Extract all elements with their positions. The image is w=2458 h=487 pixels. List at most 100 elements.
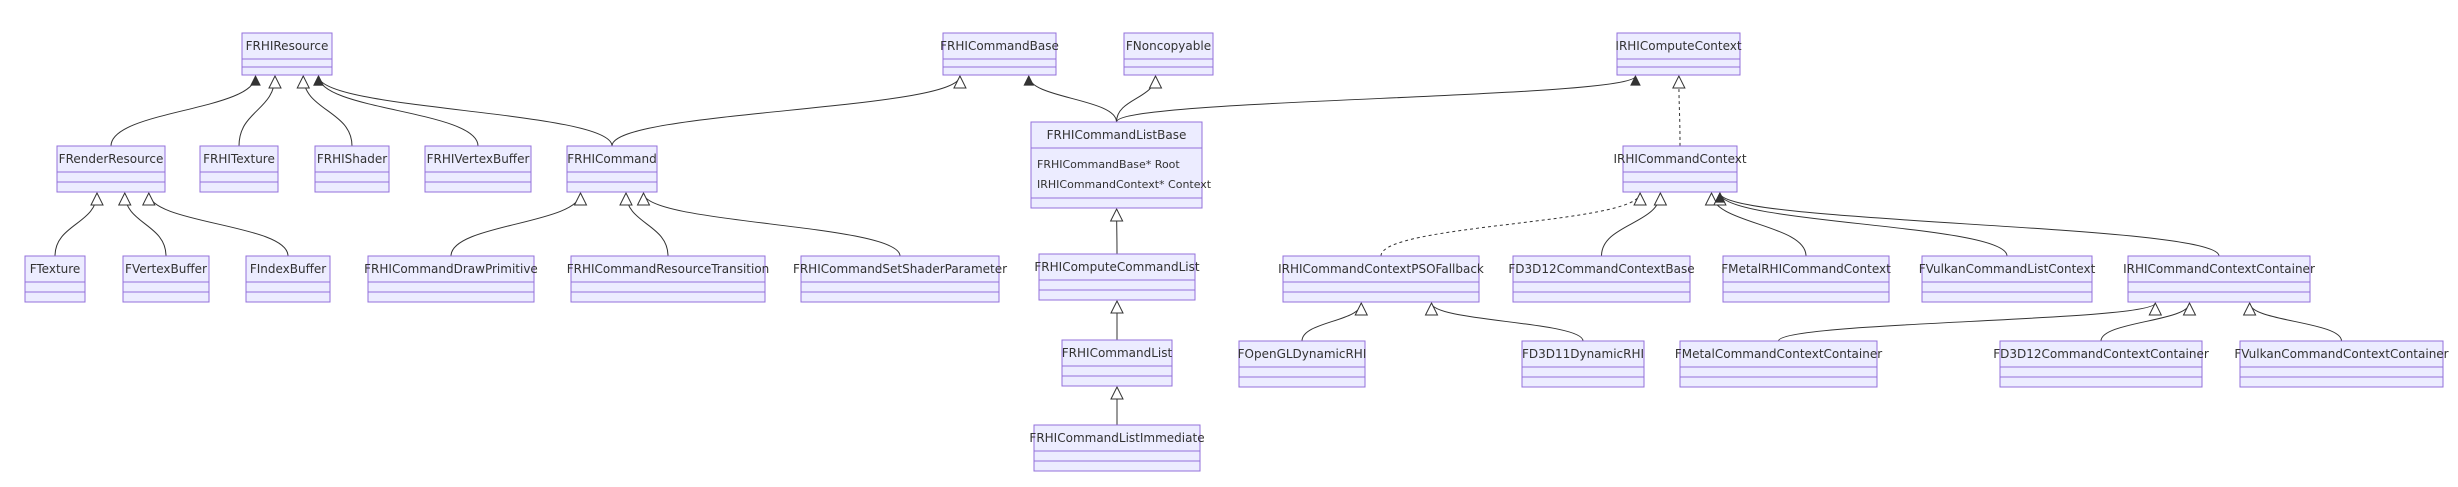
class-node: FRHICommandSetShaderParameter: [793, 255, 1007, 303]
class-name: FTexture: [30, 262, 81, 276]
class-member: FRHICommandBase* Root: [1037, 158, 1180, 171]
class-name: FRHICommand: [567, 152, 656, 166]
class-box: [424, 145, 532, 193]
class-box: [367, 255, 535, 303]
class-box: [2127, 255, 2311, 303]
relation-edge: [1712, 193, 1807, 257]
class-name: FRHIResource: [246, 39, 329, 53]
class-box: [1679, 340, 1878, 388]
class-name: FRHICommandListImmediate: [1029, 431, 1204, 445]
class-box: [1999, 340, 2203, 388]
relation-edge: [1029, 76, 1117, 123]
class-name: FMetalRHICommandContext: [1721, 262, 1891, 276]
class-node: FRHICommand: [566, 145, 658, 193]
class-node: FVulkanCommandContextContainer: [2234, 340, 2449, 388]
class-name: FRHICommandListBase: [1047, 128, 1187, 142]
class-name: IRHICommandContextContainer: [2123, 262, 2315, 276]
class-node: FVertexBuffer: [122, 255, 210, 303]
class-box: [942, 32, 1057, 76]
class-box: [1038, 253, 1196, 301]
class-box: [1521, 340, 1645, 388]
class-node: FRHICommandDrawPrimitive: [364, 255, 538, 303]
relation-edge: [1601, 193, 1661, 257]
class-box: [1282, 255, 1480, 303]
relation-edge: [644, 193, 901, 257]
class-name: FRHICommandSetShaderParameter: [793, 262, 1007, 276]
class-box: [570, 255, 766, 303]
class-box: [1238, 340, 1366, 388]
class-box: [1616, 32, 1741, 76]
class-node: FNoncopyable: [1123, 32, 1214, 76]
class-box: [122, 255, 210, 303]
relation-edge: [1720, 193, 2220, 257]
class-name: IRHICommandContextPSOFallback: [1278, 262, 1484, 276]
class-node: IRHICommandContext: [1613, 145, 1747, 193]
relation-edge: [1116, 76, 1156, 123]
relation-edge: [611, 76, 960, 147]
class-name: FMetalCommandContextContainer: [1675, 347, 1882, 361]
class-box: [1033, 424, 1201, 472]
class-node: FRHICommandResourceTransition: [567, 255, 770, 303]
class-box: [800, 255, 1000, 303]
class-member: IRHICommandContext* Context: [1037, 178, 1212, 191]
class-node: FRHIComputeCommandList: [1034, 253, 1200, 301]
class-name: FRenderResource: [59, 152, 164, 166]
class-box: [1921, 255, 2093, 303]
class-node: FRHIVertexBuffer: [424, 145, 532, 193]
class-name: FRHICommandBase: [940, 39, 1059, 53]
class-node: FD3D12CommandContextBase: [1508, 255, 1695, 303]
class-node: FIndexBuffer: [245, 255, 331, 303]
class-node: FRHICommandListImmediate: [1029, 424, 1205, 472]
class-name: FOpenGLDynamicRHI: [1238, 347, 1367, 361]
class-name: FRHICommandDrawPrimitive: [364, 262, 538, 276]
class-node: FRHITexture: [199, 145, 279, 193]
relation-edge: [2250, 303, 2342, 342]
class-name: FRHIVertexBuffer: [427, 152, 530, 166]
class-name: FVulkanCommandContextContainer: [2234, 347, 2448, 361]
class-name: FRHIComputeCommandList: [1034, 260, 1199, 274]
class-name: FVertexBuffer: [125, 262, 207, 276]
class-node: FRHIResource: [241, 32, 333, 76]
class-name: IRHICommandContext: [1613, 152, 1746, 166]
class-box: [241, 32, 333, 76]
class-box: [2239, 340, 2444, 388]
relation-edge: [110, 76, 256, 147]
class-box: [56, 145, 166, 193]
relation-edge: [238, 76, 275, 147]
class-name: FD3D12CommandContextContainer: [1993, 347, 2209, 361]
relation-edge: [149, 193, 289, 257]
class-name: FD3D12CommandContextBase: [1508, 262, 1694, 276]
class-node: IRHIComputeContext: [1615, 32, 1742, 76]
class-node: IRHICommandContextPSOFallback: [1278, 255, 1484, 303]
relation-edge: [1720, 193, 2008, 257]
class-box: [1512, 255, 1691, 303]
class-node: IRHICommandContextContainer: [2123, 255, 2315, 303]
class-name: IRHIComputeContext: [1615, 39, 1741, 53]
relation-edge: [125, 193, 167, 257]
class-box: [314, 145, 390, 193]
class-name: FRHITexture: [203, 152, 275, 166]
class-node: FRHICommandBase: [940, 32, 1059, 76]
class-name: FVulkanCommandListContext: [1919, 262, 2096, 276]
relation-edge: [319, 76, 613, 147]
relation-edge: [54, 193, 97, 257]
class-name: FRHICommandResourceTransition: [567, 262, 770, 276]
relations-layer: [54, 76, 2342, 425]
class-box: [199, 145, 279, 193]
relation-edge: [319, 76, 479, 147]
relation-edge: [1679, 76, 1680, 147]
relation-edge: [1432, 303, 1584, 342]
relation-edge: [1116, 76, 1636, 123]
relation-edge: [1778, 303, 2156, 342]
class-box: [1123, 32, 1214, 76]
class-node: FVulkanCommandListContext: [1919, 255, 2096, 303]
class-node: FD3D12CommandContextContainer: [1993, 340, 2209, 388]
class-box: [245, 255, 331, 303]
relation-edge: [450, 193, 581, 257]
relation-edge: [2100, 303, 2190, 342]
class-name: FNoncopyable: [1126, 39, 1211, 53]
relation-edge: [1380, 193, 1640, 257]
